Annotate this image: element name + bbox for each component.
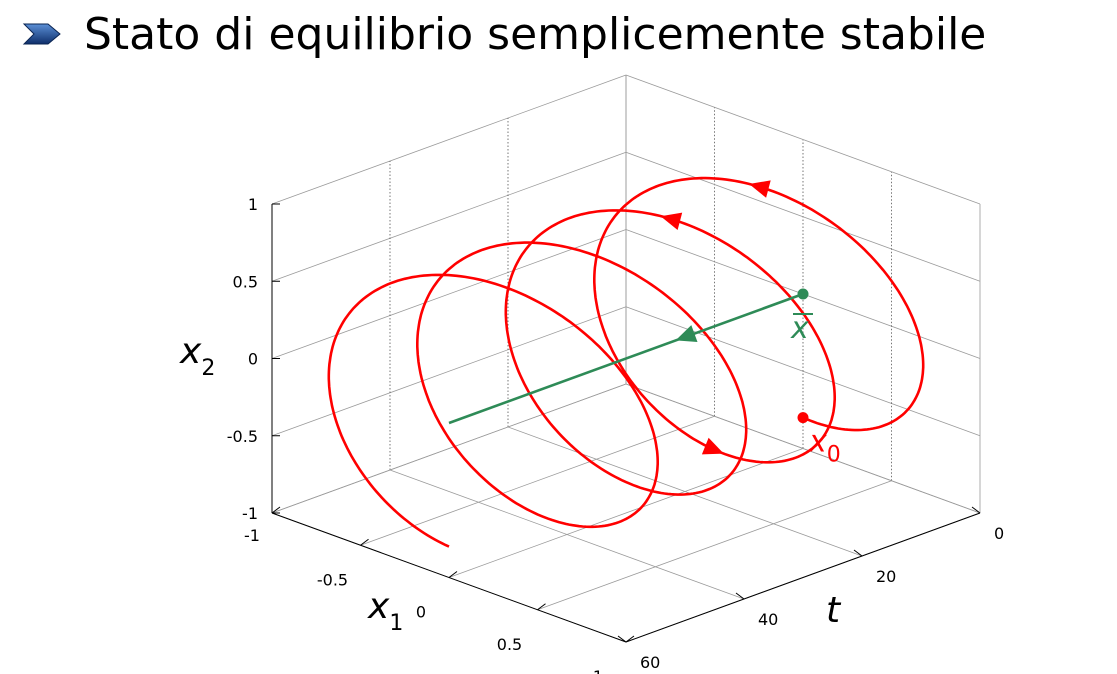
x2-tick-label: -0.5 [227,427,258,446]
x1-tick-label: -1 [244,526,260,545]
trajectory-line [327,176,925,548]
x2-axis-label: x2 [179,331,215,381]
chevron-bullet-icon [22,23,61,45]
x1-tick-label: 0 [416,603,426,622]
tick-mark [735,592,745,600]
tick-mark [360,538,369,546]
t-tick-label: 40 [758,610,778,629]
t-tick-label: 60 [640,653,660,672]
tick-mark [625,635,635,643]
equilibrium-point [797,288,809,300]
trajectory-arrow [749,180,771,198]
x2-tick-label: 1 [248,195,258,214]
grid-line [271,74,627,205]
grid-line [389,469,745,600]
x0-label: x0 [808,425,841,468]
labels-layer: -1 -0.5 0 0.5 1 -1 -0.5 0 0.5 1 0 20 40 60 x2 x1 t x0 x [179,195,1004,674]
x2-tick-label: -1 [242,504,258,523]
tick-mark [853,549,863,557]
tick-mark [971,506,981,514]
x1-tick-label: 1 [593,667,603,674]
xbar-label: x [790,311,809,346]
grid-line [507,426,863,557]
title-row: Stato di equilibrio semplicemente stabil… [22,4,986,64]
x1-tick-label: -0.5 [317,570,348,589]
grid-line [625,383,981,514]
axes [271,203,981,643]
trajectory-arrow [701,437,724,455]
x1-axis-label: x1 [367,586,403,636]
tick-mark [537,603,546,611]
trajectory-arrow [660,212,683,230]
grid-line [448,448,804,578]
tick-mark [448,571,458,578]
grid-line [271,306,627,437]
grid-line [537,480,892,611]
grid-line [271,151,627,282]
slide-title: Stato di equilibrio semplicemente stabil… [84,8,987,60]
x2-tick-label: 0.5 [233,272,258,291]
initial-state-point [797,412,809,424]
t-tick-label: 20 [876,567,896,586]
t-tick-label: 0 [994,524,1004,543]
equilibrium-arrow [675,325,698,342]
tick-mark [271,506,281,514]
grid-line [271,383,627,514]
axis-line [625,512,981,643]
x1-tick-label: 0.5 [497,635,522,654]
grid-line [625,74,981,205]
t-axis-label: t [826,590,842,631]
grid-line [625,151,981,282]
series-layer [327,176,925,548]
grid-line [271,229,627,359]
x2-tick-label: 0 [248,350,258,369]
equilibrium-line [448,292,804,425]
tick-mark [617,635,627,643]
